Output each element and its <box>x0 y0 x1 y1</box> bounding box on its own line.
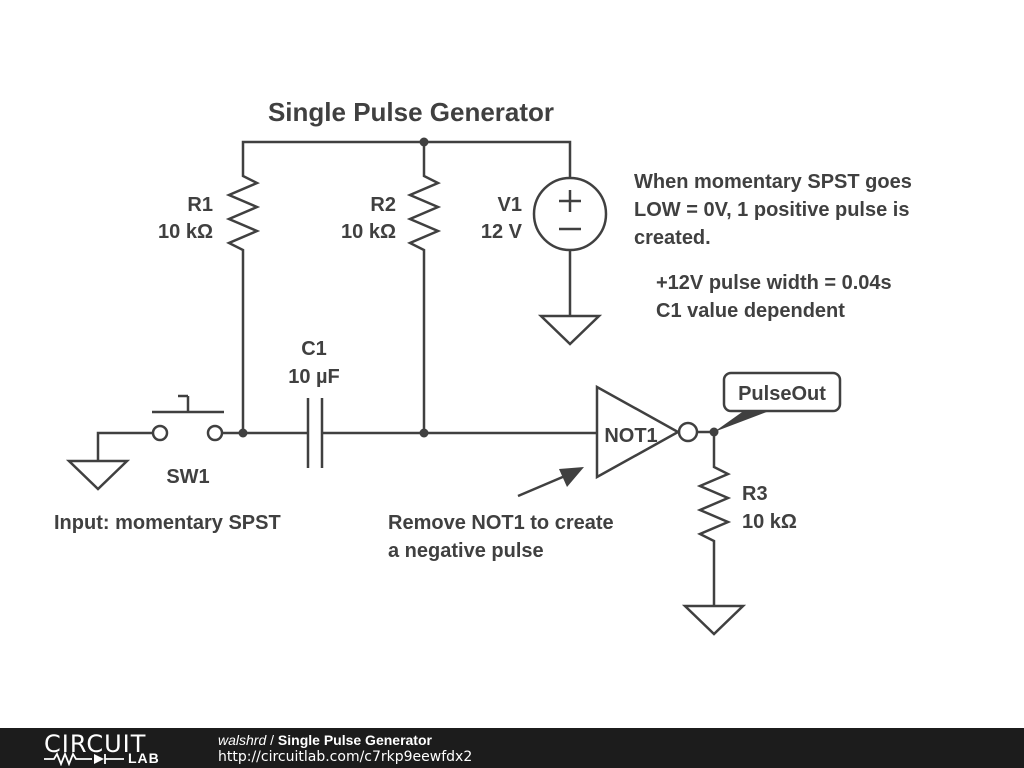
c1-ref-label: C1 <box>301 338 327 360</box>
schematic-diagram: Single Pulse Generator R1 10 kΩ R2 10 kΩ… <box>54 97 912 636</box>
annotation-arrow-head <box>559 467 584 487</box>
note-pulse-width: +12V pulse width = 0.04s <box>656 272 892 294</box>
ground-v1-icon <box>537 314 603 346</box>
v1-ref-label: V1 <box>498 194 522 216</box>
note-not1-line1: Remove NOT1 to create <box>388 512 614 534</box>
ground-r3-icon <box>681 604 747 636</box>
sw1-left-wire <box>96 431 153 461</box>
note-description-line3: created. <box>634 227 711 249</box>
footer-url[interactable]: http://circuitlab.com/c7rkp9eewfdx2 <box>218 749 473 765</box>
annotation-arrow-line <box>517 474 566 498</box>
r3-value-label: 10 kΩ <box>742 511 797 533</box>
note-input: Input: momentary SPST <box>54 512 281 534</box>
c1-r2-junction-dot <box>419 428 429 438</box>
r1-ref-label: R1 <box>187 194 213 216</box>
capacitor-c1 <box>306 398 324 468</box>
pulseout-label-box <box>722 371 842 413</box>
footer-bar: CIRCUIT LAB walshrd / Single Pulse Gener… <box>0 728 1024 768</box>
footer-credit: walshrd / Single Pulse Generator <box>218 732 432 748</box>
resistor-r2 <box>406 172 442 254</box>
r2-value-label: 10 kΩ <box>341 221 396 243</box>
not1-ref-label: NOT1 <box>604 425 657 447</box>
pulseout-label: PulseOut <box>738 383 826 405</box>
footer-circuit-title: Single Pulse Generator <box>277 732 432 748</box>
circuitlab-logo-wave-icon <box>44 752 124 766</box>
sw1-ref-label: SW1 <box>166 466 209 488</box>
circuitlab-logo-text[interactable]: CIRCUIT <box>44 730 147 758</box>
note-c1-dependent: C1 value dependent <box>656 300 845 322</box>
r3-ref-label: R3 <box>742 483 768 505</box>
note-not1-line2: a negative pulse <box>388 540 544 562</box>
top-rail-wire <box>241 140 572 178</box>
resistor-r1 <box>225 172 261 254</box>
c1-value-label: 10 µF <box>288 366 340 388</box>
footer-separator: / <box>266 732 278 748</box>
note-description-line1: When momentary SPST goes <box>634 171 912 193</box>
r1-value-label: 10 kΩ <box>158 221 213 243</box>
v1-value-label: 12 V <box>481 221 523 243</box>
note-description-line2: LOW = 0V, 1 positive pulse is <box>634 199 909 221</box>
circuitlab-logo-lab: LAB <box>128 750 160 766</box>
schematic-title: Single Pulse Generator <box>268 97 554 127</box>
voltage-source-v1 <box>532 176 608 252</box>
r2-ref-label: R2 <box>370 194 396 216</box>
switch-sw1 <box>151 394 224 442</box>
footer-author[interactable]: walshrd <box>218 732 267 748</box>
ground-sw1-icon <box>65 459 131 491</box>
resistor-r3 <box>696 463 732 545</box>
